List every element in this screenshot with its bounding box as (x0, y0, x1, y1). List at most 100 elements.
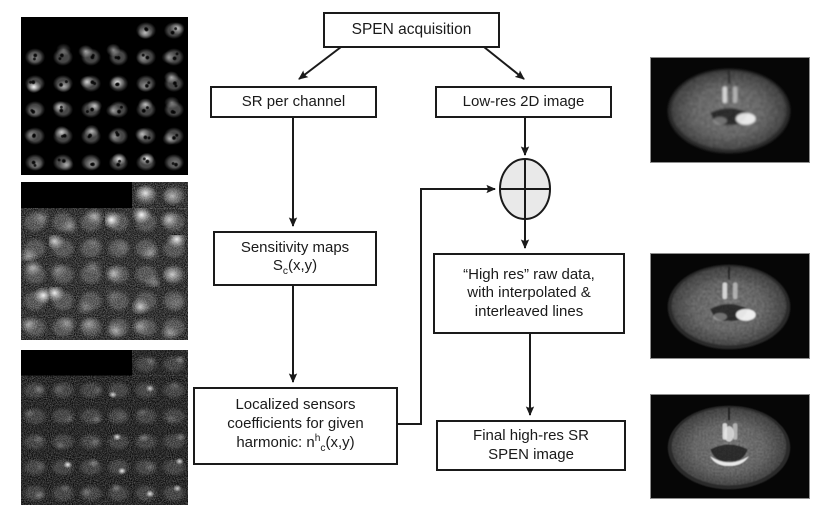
sensitivity-maps-montage (21, 182, 188, 340)
montage-cell (104, 287, 133, 314)
montage-cell (77, 350, 105, 376)
montage-cell (132, 182, 161, 209)
montage-cell (48, 427, 77, 454)
montage-cell (160, 122, 188, 149)
montage-cell (21, 287, 49, 314)
montage-cell (160, 96, 188, 123)
montage-cell (160, 479, 188, 505)
montage-cell (49, 350, 77, 376)
montage-cell (104, 122, 133, 149)
montage-cell (104, 43, 133, 70)
montage-grid (21, 350, 188, 505)
node-spen-acquisition: SPEN acquisition (323, 12, 500, 48)
montage-cell (21, 313, 49, 340)
node-label: Sensitivity maps (240, 238, 350, 256)
montage-cell (160, 208, 188, 235)
montage-cell (76, 234, 105, 261)
montage-cell (132, 479, 161, 505)
arrow-spen-to-sr (298, 46, 342, 80)
montage-cell (49, 17, 77, 43)
montage-cell (160, 313, 188, 340)
montage-cell (21, 69, 49, 96)
montage-cell (76, 479, 105, 505)
montage-cell (160, 375, 188, 402)
node-label: interleaved lines (474, 302, 584, 320)
montage-cell (21, 479, 49, 505)
node-localized-sensors-coefficients: Localized sensors coefficients for given… (193, 387, 398, 465)
montage-cell (21, 122, 49, 149)
montage-cell (160, 182, 188, 209)
montage-cell (21, 453, 49, 480)
node-label: Low-res 2D image (462, 92, 585, 110)
montage-cell (104, 453, 133, 480)
localized-coefficients-montage (21, 350, 188, 505)
montage-cell (160, 427, 188, 454)
montage-cell (76, 96, 105, 123)
node-high-res-raw-data: “High res” raw data, with interpolated &… (433, 253, 625, 334)
montage-cell (105, 17, 133, 43)
node-label: “High res” raw data, (463, 266, 595, 284)
montage-cell (160, 17, 188, 44)
node-label: SR per channel (241, 92, 346, 110)
final-high-res-sr-spen-brain-image (650, 394, 810, 499)
node-label: Localized sensors (235, 396, 356, 414)
montage-cell (21, 148, 49, 175)
node-formula: Sc(x,y) (272, 256, 318, 277)
montage-cell (48, 313, 77, 340)
montage-cell (132, 261, 161, 288)
montage-cell (76, 69, 105, 96)
montage-cell (104, 479, 133, 505)
montage-cell (48, 234, 77, 261)
montage-cell (21, 427, 49, 454)
montage-cell (104, 148, 133, 175)
montage-cell (21, 17, 49, 43)
node-label: SPEN acquisition (351, 20, 472, 38)
montage-cell (76, 313, 105, 340)
low-res-2d-brain-image (650, 57, 810, 163)
montage-cell (76, 122, 105, 149)
node-sr-per-channel: SR per channel (210, 86, 377, 118)
montage-cell (76, 148, 105, 175)
montage-cell (132, 96, 161, 123)
sr-per-channel-montage (21, 17, 188, 175)
montage-cell (48, 69, 77, 96)
montage-cell (21, 350, 49, 376)
montage-cell (160, 287, 188, 314)
montage-cell (104, 401, 133, 428)
montage-cell (76, 287, 105, 314)
montage-cell (21, 208, 49, 235)
montage-cell (76, 453, 105, 480)
montage-cell (132, 401, 161, 428)
montage-cell (48, 122, 77, 149)
montage-cell (132, 453, 161, 480)
montage-cell (48, 261, 77, 288)
montage-cell (160, 261, 188, 288)
montage-cell (132, 43, 161, 70)
montage-cell (104, 261, 133, 288)
montage-cell (76, 401, 105, 428)
node-label: SPEN image (488, 445, 574, 463)
node-label: with interpolated & (467, 284, 591, 302)
node-label: Final high-res SR (473, 427, 589, 445)
montage-cell (104, 427, 133, 454)
montage-cell (76, 43, 105, 70)
montage-cell (21, 234, 49, 261)
montage-cell (132, 122, 161, 149)
montage-cell (76, 427, 105, 454)
montage-cell (48, 148, 77, 175)
montage-cell (21, 401, 49, 428)
montage-cell (160, 148, 188, 175)
montage-cell (160, 401, 188, 428)
plus-in-circle-operator (499, 158, 551, 220)
montage-cell (104, 69, 133, 96)
montage-cell (132, 69, 161, 96)
montage-cell (105, 350, 133, 376)
montage-cell (132, 208, 161, 235)
montage-cell (105, 182, 133, 208)
montage-cell (104, 313, 133, 340)
node-label: coefficients for given (227, 414, 364, 432)
montage-cell (48, 43, 77, 70)
montage-cell (76, 261, 105, 288)
montage-cell (48, 401, 77, 428)
